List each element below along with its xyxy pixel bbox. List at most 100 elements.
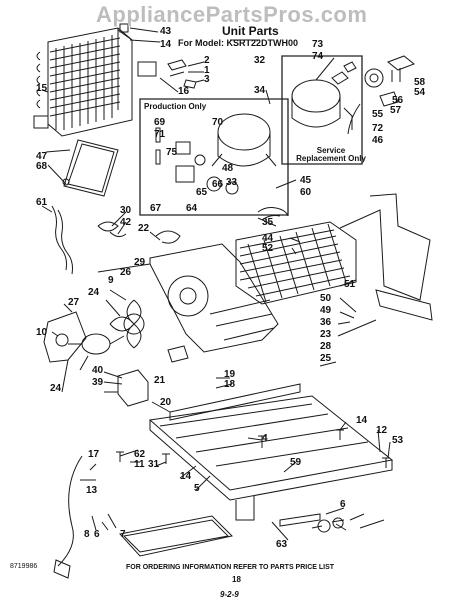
callout-number: 2 [204, 55, 210, 66]
callout-number: 36 [320, 317, 332, 328]
condenser-coil-drawing [34, 28, 132, 136]
page-number: 18 [232, 575, 241, 584]
callout-number: 24 [88, 287, 100, 298]
callout-number: 10 [36, 327, 48, 338]
model-line: For Model: KSRT22DTWH00 [178, 38, 299, 48]
callout-number: 18 [224, 379, 236, 390]
callout-number: 48 [222, 163, 234, 174]
callout-number: 57 [390, 105, 402, 116]
callout-number: 51 [344, 279, 356, 290]
order-info: FOR ORDERING INFORMATION REFER TO PARTS … [126, 564, 335, 571]
condenser-fan-drawing [68, 300, 144, 370]
callout-number: 73 [312, 39, 324, 50]
callout-number: 67 [150, 203, 162, 214]
callout-number: 75 [166, 147, 178, 158]
callout-number: 15 [36, 83, 48, 94]
callout-number: 56 [392, 95, 404, 106]
power-cord-drawing [54, 456, 82, 578]
callout-number: 21 [154, 375, 166, 386]
callout-number: 71 [154, 129, 166, 140]
drain-tray-drawing [120, 516, 232, 556]
callout-number: 44 [262, 233, 274, 244]
callout-number: 24 [50, 383, 62, 394]
callout-number: 9 [108, 275, 114, 286]
callout-number: 28 [320, 341, 332, 352]
callout-number: 49 [320, 305, 332, 316]
callout-number: 55 [372, 109, 384, 120]
callout-number: 66 [212, 179, 224, 190]
callout-number: 8 [84, 529, 90, 540]
callout-number: 14 [356, 415, 368, 426]
callout-number: 74 [312, 51, 324, 62]
production-only-caption: Production Only [144, 102, 207, 111]
callout-number: 59 [290, 457, 302, 468]
condensate-tube-drawing [52, 206, 67, 270]
callout-number: 26 [120, 267, 132, 278]
callout-number: 32 [254, 55, 266, 66]
callout-number: 50 [320, 293, 332, 304]
callout-number: 33 [226, 177, 238, 188]
callout-number: 25 [320, 353, 332, 364]
callout-number: 39 [92, 377, 104, 388]
callout-number: 63 [276, 539, 288, 550]
callout-number: 58 [414, 77, 426, 88]
base-frame-drawing [150, 384, 392, 520]
callout-number: 20 [160, 397, 172, 408]
callout-number: 69 [154, 117, 166, 128]
callout-number: 19 [224, 369, 236, 380]
callout-number: 45 [300, 175, 312, 186]
callout-number: 16 [178, 86, 190, 97]
callout-number: 52 [262, 243, 274, 254]
callout-number: 14 [180, 471, 192, 482]
service-replacement-caption: Service Replacement Only [296, 146, 366, 163]
callout-number: 23 [320, 329, 332, 340]
callout-number: 17 [88, 449, 100, 460]
callout-number: 46 [372, 135, 384, 146]
watermark: AppliancePartsPros.com [96, 2, 368, 27]
callout-number: 4 [262, 433, 268, 444]
callout-number: 43 [160, 26, 172, 37]
callout-number: 11 [134, 459, 145, 470]
callout-number: 29 [134, 257, 146, 268]
callout-number: 54 [414, 87, 426, 98]
date-code: 9-2-9 [220, 590, 239, 599]
callout-number: 1 [204, 65, 210, 76]
callout-number: 13 [86, 485, 98, 496]
page-title: Unit Parts [222, 24, 279, 38]
callout-number: 3 [204, 74, 210, 85]
callout-number: 12 [376, 425, 388, 436]
callout-number: 62 [134, 449, 146, 460]
callout-number: 64 [186, 203, 198, 214]
mounting-bracket-drawing [150, 244, 278, 362]
callout-number: 34 [254, 85, 266, 96]
callout-number: 60 [300, 187, 312, 198]
evaporator-coil-drawing [236, 208, 356, 305]
relay-overload-drawing [348, 56, 414, 134]
callout-number: 35 [262, 217, 274, 228]
callout-number: 61 [36, 197, 48, 208]
compressor-production-drawing [156, 114, 276, 194]
callout-number: 7 [120, 529, 126, 540]
doc-code: 8719986 [10, 563, 38, 570]
compressor-service-drawing [292, 62, 356, 130]
callout-number: 30 [120, 205, 132, 216]
callout-number: 6 [340, 499, 346, 510]
drain-pan-drawing [63, 140, 118, 196]
callout-number: 68 [36, 161, 48, 172]
callout-number: 31 [148, 459, 160, 470]
callout-number: 42 [120, 217, 132, 228]
callout-number: 22 [138, 223, 150, 234]
discharge-tube-drawing [340, 194, 430, 300]
callout-number: 53 [392, 435, 404, 446]
callout-number: 70 [212, 117, 224, 128]
callout-number: 5 [194, 483, 200, 494]
callout-number: 6 [94, 529, 100, 540]
callout-number: 40 [92, 365, 104, 376]
callout-number: 27 [68, 297, 80, 308]
callout-number: 72 [372, 123, 384, 134]
callout-number: 14 [160, 39, 172, 50]
callout-number: 47 [36, 151, 48, 162]
callout-number: 65 [196, 187, 208, 198]
